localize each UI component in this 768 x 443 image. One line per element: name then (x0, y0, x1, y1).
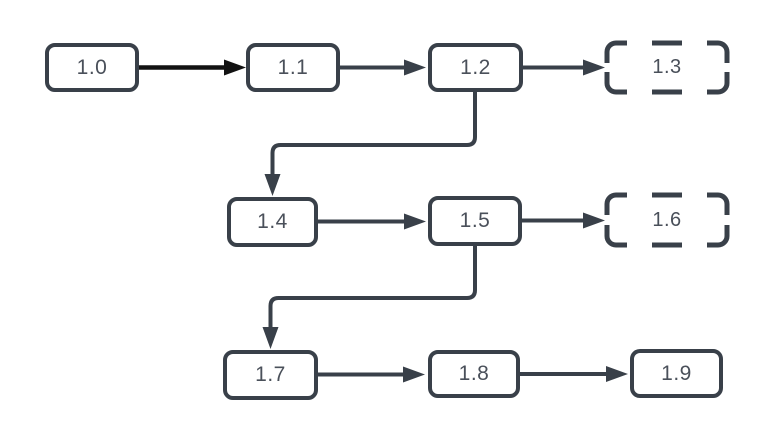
node-label: 1.6 (652, 208, 682, 231)
node-label: 1.5 (459, 209, 491, 232)
node-1-3-dashed-border (604, 40, 730, 95)
edge-1-5-to-1-6 (522, 212, 605, 229)
arrowhead-icon (583, 212, 605, 229)
node-label: 1.7 (255, 363, 286, 386)
edge-1-4-to-1-5 (318, 213, 426, 230)
arrowhead-icon (583, 59, 605, 76)
edge-1-1-to-1-2 (340, 59, 426, 76)
node-1-5: 1.5 (428, 196, 522, 246)
node-label: 1.1 (277, 55, 309, 79)
arrowhead-icon (403, 366, 425, 383)
node-1-4: 1.4 (227, 197, 318, 247)
edge-1-0-to-1-1 (139, 59, 246, 76)
arrowhead-icon (262, 327, 279, 349)
node-1-1: 1.1 (246, 43, 340, 92)
node-1-7: 1.7 (223, 350, 318, 400)
arrowhead-icon (224, 59, 246, 76)
edge-1-5-to-1-7 (262, 246, 477, 349)
edge-1-8-to-1-9 (520, 366, 628, 382)
node-1-0: 1.0 (45, 43, 139, 92)
node-1-2: 1.2 (428, 43, 523, 92)
node-label: 1.3 (652, 56, 682, 78)
arrowhead-icon (404, 59, 426, 76)
node-1-6: 1.6 (607, 195, 727, 245)
arrowhead-icon (606, 366, 628, 382)
node-1-6-dashed-border (604, 192, 730, 248)
edge-1-2-to-1-4 (264, 92, 477, 196)
node-1-3: 1.3 (607, 43, 727, 92)
node-1-8: 1.8 (428, 350, 520, 398)
node-label: 1.4 (257, 210, 288, 233)
node-label: 1.0 (76, 55, 108, 79)
edge-1-2-to-1-3 (523, 59, 605, 76)
arrowhead-icon (264, 174, 281, 196)
arrowhead-icon (404, 213, 426, 230)
edge-1-7-to-1-8 (318, 366, 425, 383)
node-label: 1.8 (458, 362, 490, 385)
node-label: 1.2 (460, 55, 491, 79)
node-label: 1.9 (661, 361, 692, 385)
node-1-9: 1.9 (630, 349, 723, 398)
